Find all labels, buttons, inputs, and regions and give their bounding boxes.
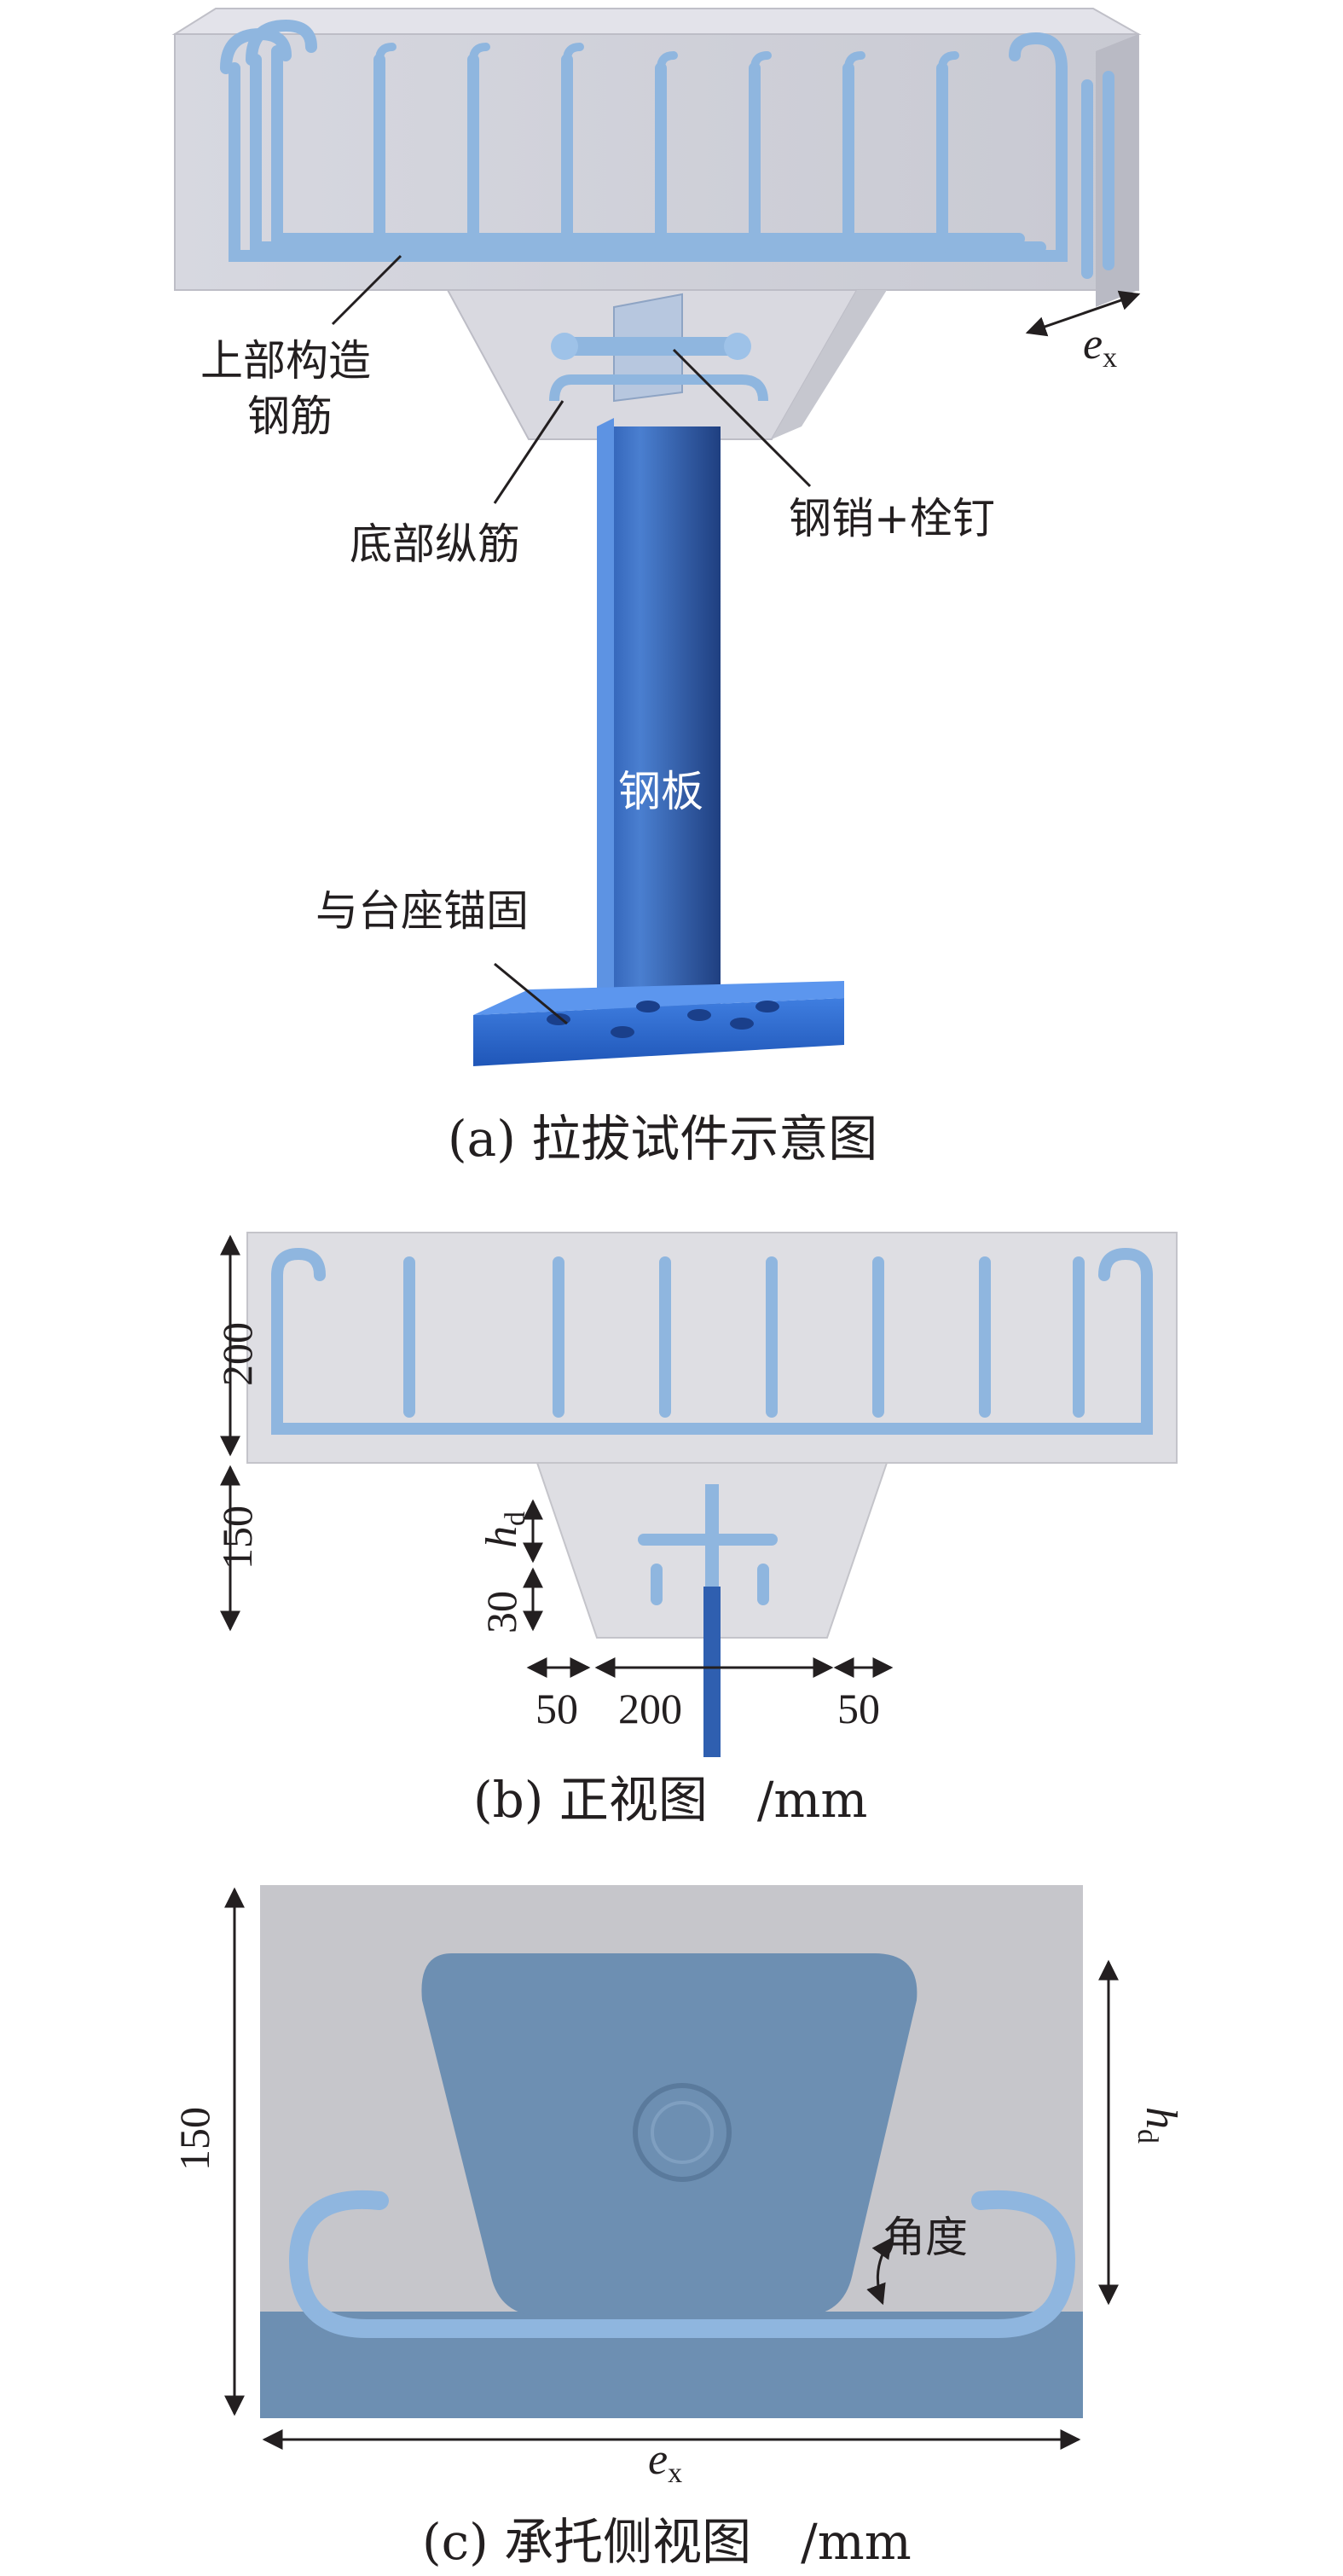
steel-pin-and-studs: [549, 293, 768, 403]
leader-upper-rebar: [331, 254, 402, 326]
front-rebar: [271, 1247, 1153, 1605]
leader-anchor: [494, 962, 568, 1025]
dim-b-hd: hd: [478, 1511, 531, 1548]
panel-b-front-view: 200 150 hd 30 50 200 50 (b) 正视图 /mm: [213, 1232, 1178, 1829]
panel-a-isometric-view: 上部构造 钢筋 底部纵筋 钢销+栓钉 钢板 与台座锚固 ex (a) 拉拔试件示…: [171, 8, 1142, 1168]
dim-b-200-vertical: 200: [213, 1322, 261, 1386]
label-upper-rebar-line2: 钢筋: [247, 392, 333, 441]
caption-a: (a) 拉拔试件示意图: [448, 1110, 877, 1168]
label-ex: ex: [1083, 320, 1117, 374]
label-steel-plate: 钢板: [618, 767, 703, 816]
front-steel-plate: [703, 1587, 721, 1757]
dim-b-50-left: 50: [535, 1685, 578, 1732]
front-dimensions: [220, 1234, 894, 1678]
leader-pin-stud: [672, 348, 812, 488]
panel-c-side-view: 150 hd 角度 ex (c) 承托侧视图 /mm: [171, 1885, 1185, 2571]
label-pin-stud: 钢销+栓钉: [789, 494, 995, 543]
upper-rebar-cage: [220, 19, 1114, 279]
side-bracket: [421, 1953, 918, 2316]
ex-arrow: [1025, 290, 1141, 337]
label-upper-rebar-line1: 上部构造: [200, 336, 371, 386]
side-dimensions: [224, 1887, 1119, 2450]
dim-c-150-vertical: 150: [171, 2107, 218, 2171]
steel-plate: [597, 418, 721, 1028]
label-bottom-rebar: 底部纵筋: [350, 519, 520, 569]
dim-b-30: 30: [478, 1591, 525, 1633]
pin-web: [705, 1484, 719, 1587]
dim-c-ex: ex: [648, 2435, 682, 2489]
label-anchor: 与台座锚固: [315, 886, 529, 936]
leader-bottom-rebar: [493, 400, 564, 504]
label-angle: 角度: [883, 2213, 968, 2262]
dim-b-150-vertical: 150: [213, 1506, 261, 1569]
rebar-hooks: [375, 43, 959, 73]
dim-c-hd: hd: [1132, 2107, 1185, 2144]
caption-b: (b) 正视图 /mm: [473, 1771, 867, 1829]
caption-c: (c) 承托侧视图 /mm: [422, 2513, 912, 2571]
stud-circle: [633, 2083, 732, 2182]
dim-b-200-horizontal: 200: [618, 1685, 682, 1732]
side-rebar: [288, 2190, 1076, 2338]
dim-b-50-right: 50: [837, 1685, 880, 1732]
base-anchor-plate: [473, 981, 844, 1066]
